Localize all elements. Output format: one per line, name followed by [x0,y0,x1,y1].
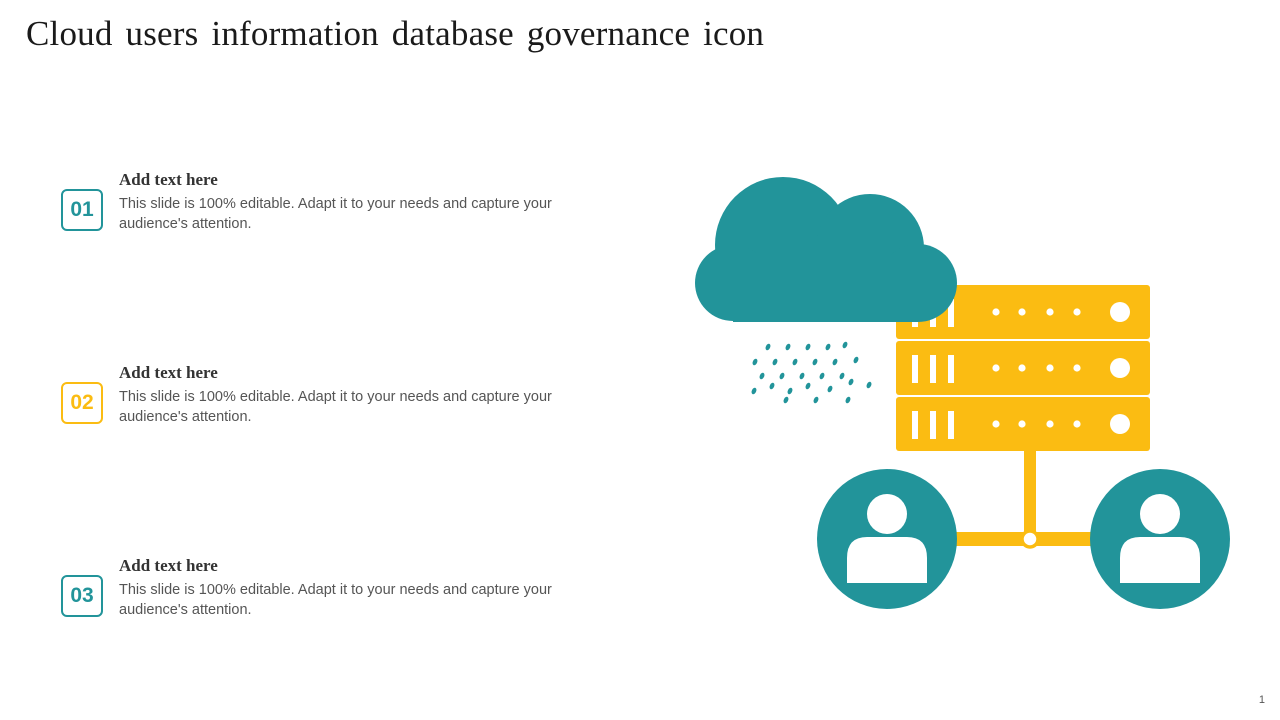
item-heading-1: Add text here [119,170,218,189]
user-icon [817,469,957,609]
rain-icon [751,341,872,404]
item-text-1: This slide is 100% editable. Adapt it to… [119,196,552,232]
list-item-3: 03 Add text here This slide is 100% edit… [61,556,581,636]
cloud-icon [695,177,957,322]
number-badge-2: 02 [61,382,103,424]
number-badge-1: 01 [61,189,103,231]
slide-title: Cloud users information database governa… [26,14,765,53]
number-badge-3: 03 [61,575,103,617]
page-number: 1 [1258,694,1265,706]
item-heading-2: Add text here [119,363,218,382]
item-text-2: This slide is 100% editable. Adapt it to… [119,389,552,425]
item-heading-3: Add text here [119,556,218,575]
network-connector [940,451,1120,549]
item-text-3: This slide is 100% editable. Adapt it to… [119,582,552,618]
list-item-1: 01 Add text here This slide is 100% edit… [61,170,581,250]
user-icon-right [1090,469,1230,609]
list-item-2: 02 Add text here This slide is 100% edit… [61,363,581,443]
